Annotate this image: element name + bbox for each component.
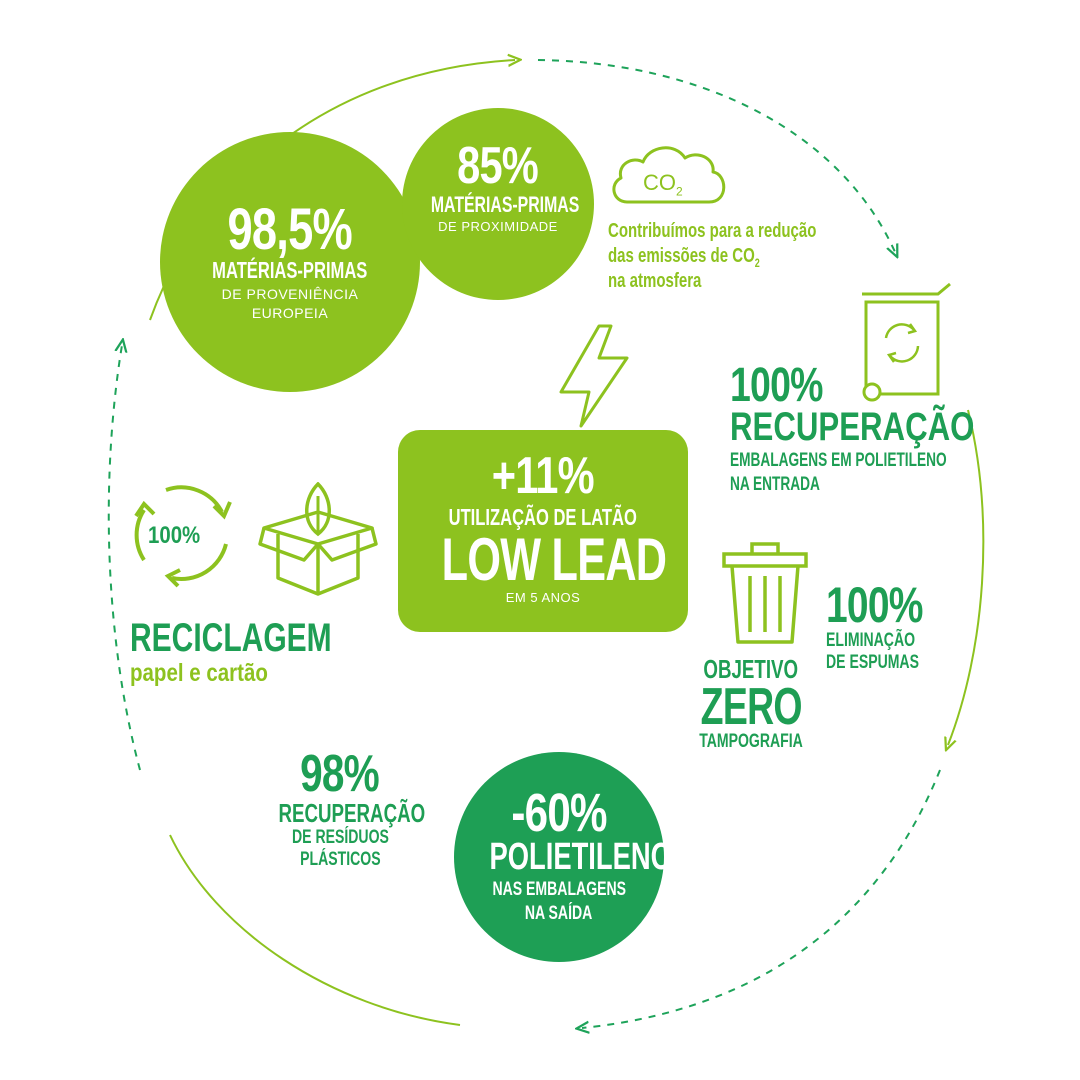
stat-85-title: MATÉRIAS-PRIMAS (430, 192, 580, 217)
recycling-title: RECICLAGEM (130, 616, 332, 660)
recycling-badge: 100% (148, 522, 209, 550)
polyethylene-text: -60% POLIETILENO NAS EMBALAGENS NA SAÍDA (454, 782, 671, 925)
cloud-co2-label: CO (643, 170, 676, 195)
low-lead-line2: LOW LEAD (441, 526, 667, 593)
stat-85-block: 85% MATÉRIAS-PRIMAS DE PROXIMIDADE (402, 136, 594, 234)
stat-985-value: 98,5% (227, 197, 353, 262)
recovery-title: RECUPERAÇÃO (730, 405, 975, 449)
plastics-line2: DE RESÍDUOS (291, 827, 389, 848)
arc-right (948, 409, 985, 745)
polyethylene-title: POLIETILENO (489, 836, 672, 878)
foams-block: 100% ELIMINAÇÃO DE ESPUMAS (826, 576, 966, 674)
circle-raw-materials-european (160, 132, 420, 392)
arc-top-right (537, 59, 895, 252)
plastics-line1: RECUPERAÇÃO (278, 798, 426, 828)
trash-bin-icon (722, 542, 808, 644)
box-sprout-icon (258, 482, 378, 596)
recycle-bin-icon (862, 282, 951, 402)
foams-value: 100% (826, 577, 923, 633)
circle-raw-materials-proximity (402, 108, 594, 300)
lightning-icon (559, 324, 629, 428)
low-lead-line3: EM 5 ANOS (505, 590, 581, 605)
arc-bottom-right (582, 769, 941, 1028)
zero-line2: ZERO (700, 678, 802, 736)
co2-line3: na atmosfera (608, 270, 702, 292)
recovery-block: 100% RECUPERAÇÃO EMBALAGENS EM POLIETILE… (730, 358, 990, 496)
recycling-block: RECICLAGEM papel e cartão (130, 616, 370, 688)
cloud-co2-icon: CO2 (605, 140, 735, 210)
recycle-arrows-icon (134, 485, 232, 588)
low-lead-box (398, 430, 688, 632)
recycling-sub: papel e cartão (130, 659, 268, 687)
co2-line2-sub: 2 (754, 256, 760, 270)
zero-line3: TAMPOGRAFIA (699, 731, 803, 752)
arc-left (107, 345, 141, 771)
zero-block: OBJETIVO ZERO TAMPOGRAFIA (676, 654, 826, 753)
co2-line1: Contribuímos para a redução (608, 220, 817, 242)
recovery-line2: NA ENTRADA (730, 474, 820, 495)
polyethylene-line2: NA SAÍDA (525, 903, 593, 924)
recovery-value: 100% (730, 359, 823, 412)
low-lead-line1: UTILIZAÇÃO DE LATÃO (448, 504, 638, 530)
low-lead-value: +11% (491, 447, 595, 505)
recovery-line1: EMBALAGENS EM POLIETILENO (730, 450, 947, 471)
co2-text: Contribuímos para a redução das emissões… (608, 220, 868, 293)
cloud-co2-sub: 2 (676, 184, 683, 199)
arc-bottom-left (169, 834, 461, 1026)
recycling-badge-text: 100% (148, 522, 201, 549)
foams-line1: ELIMINAÇÃO (826, 630, 916, 651)
plastics-block: 98% RECUPERAÇÃO DE RESÍDUOS PLÁSTICOS (250, 744, 430, 871)
plastics-value: 98% (300, 745, 381, 803)
stat-985-block: 98,5% MATÉRIAS-PRIMAS DE PROVENIÊNCIA EU… (160, 196, 420, 321)
stat-985-sub1: DE PROVENIÊNCIA (221, 286, 359, 302)
stat-985-title: MATÉRIAS-PRIMAS (212, 257, 368, 283)
stat-85-value: 85% (457, 137, 540, 195)
circle-polyethylene (454, 752, 664, 962)
polyethylene-value: -60% (511, 783, 607, 843)
stat-85-sub: DE PROXIMIDADE (438, 219, 558, 234)
stat-985-sub2: EUROPEIA (251, 305, 329, 321)
foams-line2: DE ESPUMAS (826, 652, 919, 673)
co2-line2: das emissões de CO (608, 245, 755, 267)
low-lead-text: +11% UTILIZAÇÃO DE LATÃO LOW LEAD EM 5 A… (398, 446, 688, 605)
plastics-line3: PLÁSTICOS (299, 849, 381, 870)
zero-line1: OBJETIVO (703, 654, 799, 684)
polyethylene-line1: NAS EMBALAGENS (492, 879, 626, 900)
